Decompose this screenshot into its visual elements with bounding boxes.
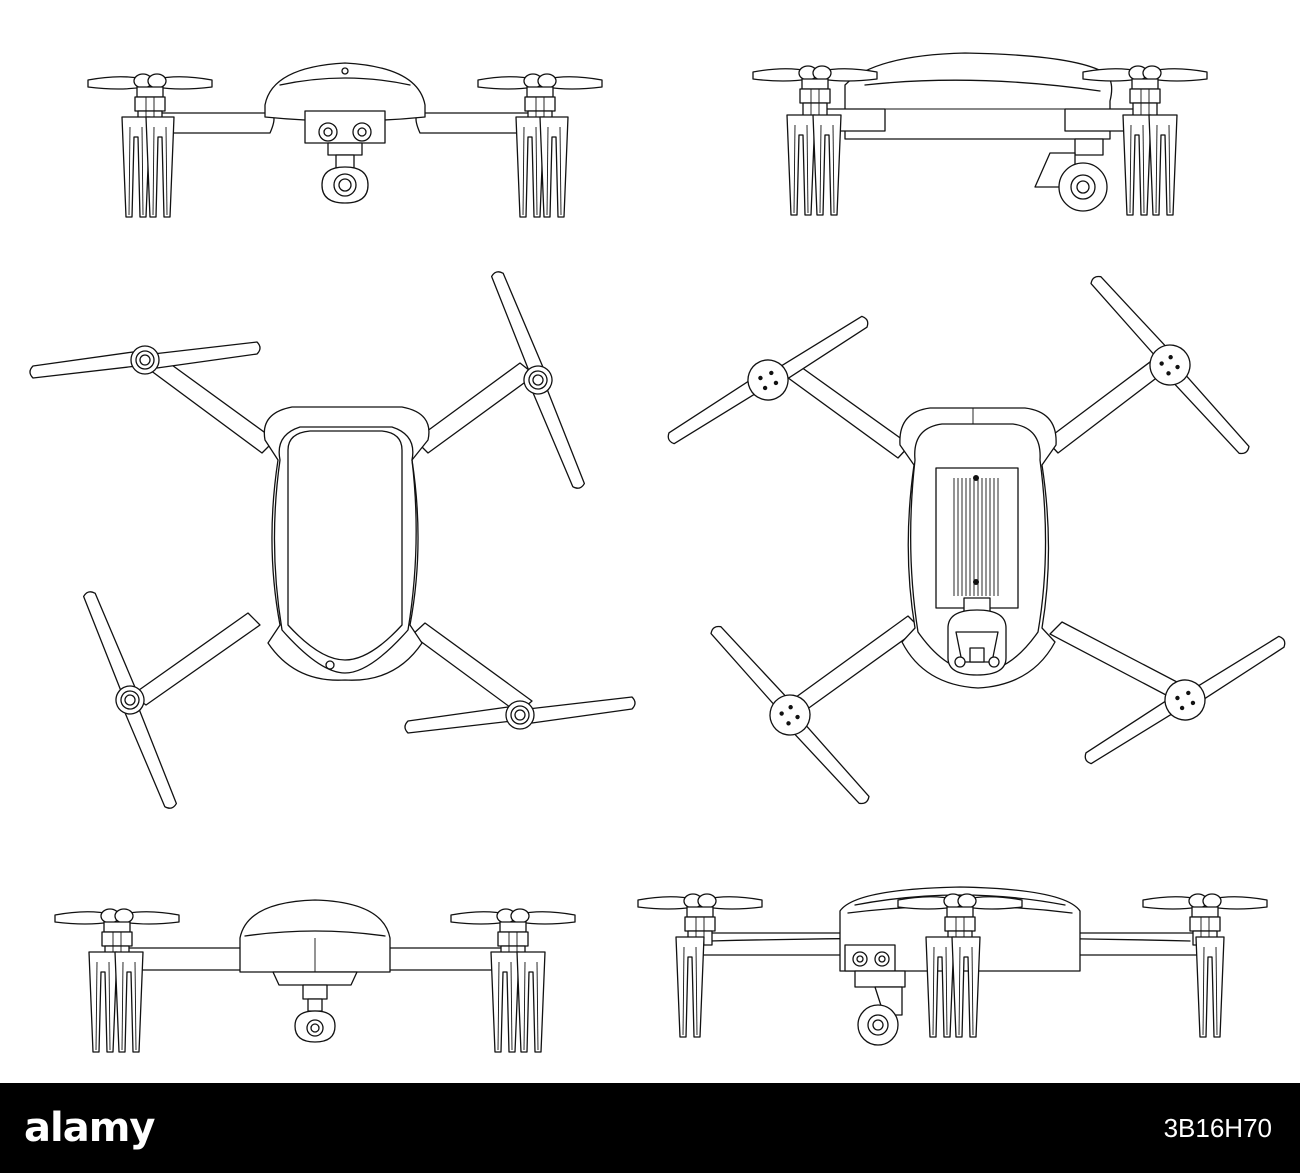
drone-side-view [752, 45, 1208, 216]
drone-rear-view [54, 890, 576, 1053]
drone-front-view [87, 55, 603, 218]
drone-bottom-view [654, 258, 1299, 822]
drone-blueprint-canvas [29, 45, 1299, 1060]
alamy-logo: alamy [24, 1105, 155, 1151]
watermark-bar: alamy 3B16H70 [0, 1083, 1300, 1173]
image-id-text: 3B16H70 [1163, 1113, 1272, 1143]
drone-side-perspective-view [637, 875, 1268, 1060]
drone-top-view [29, 263, 636, 817]
